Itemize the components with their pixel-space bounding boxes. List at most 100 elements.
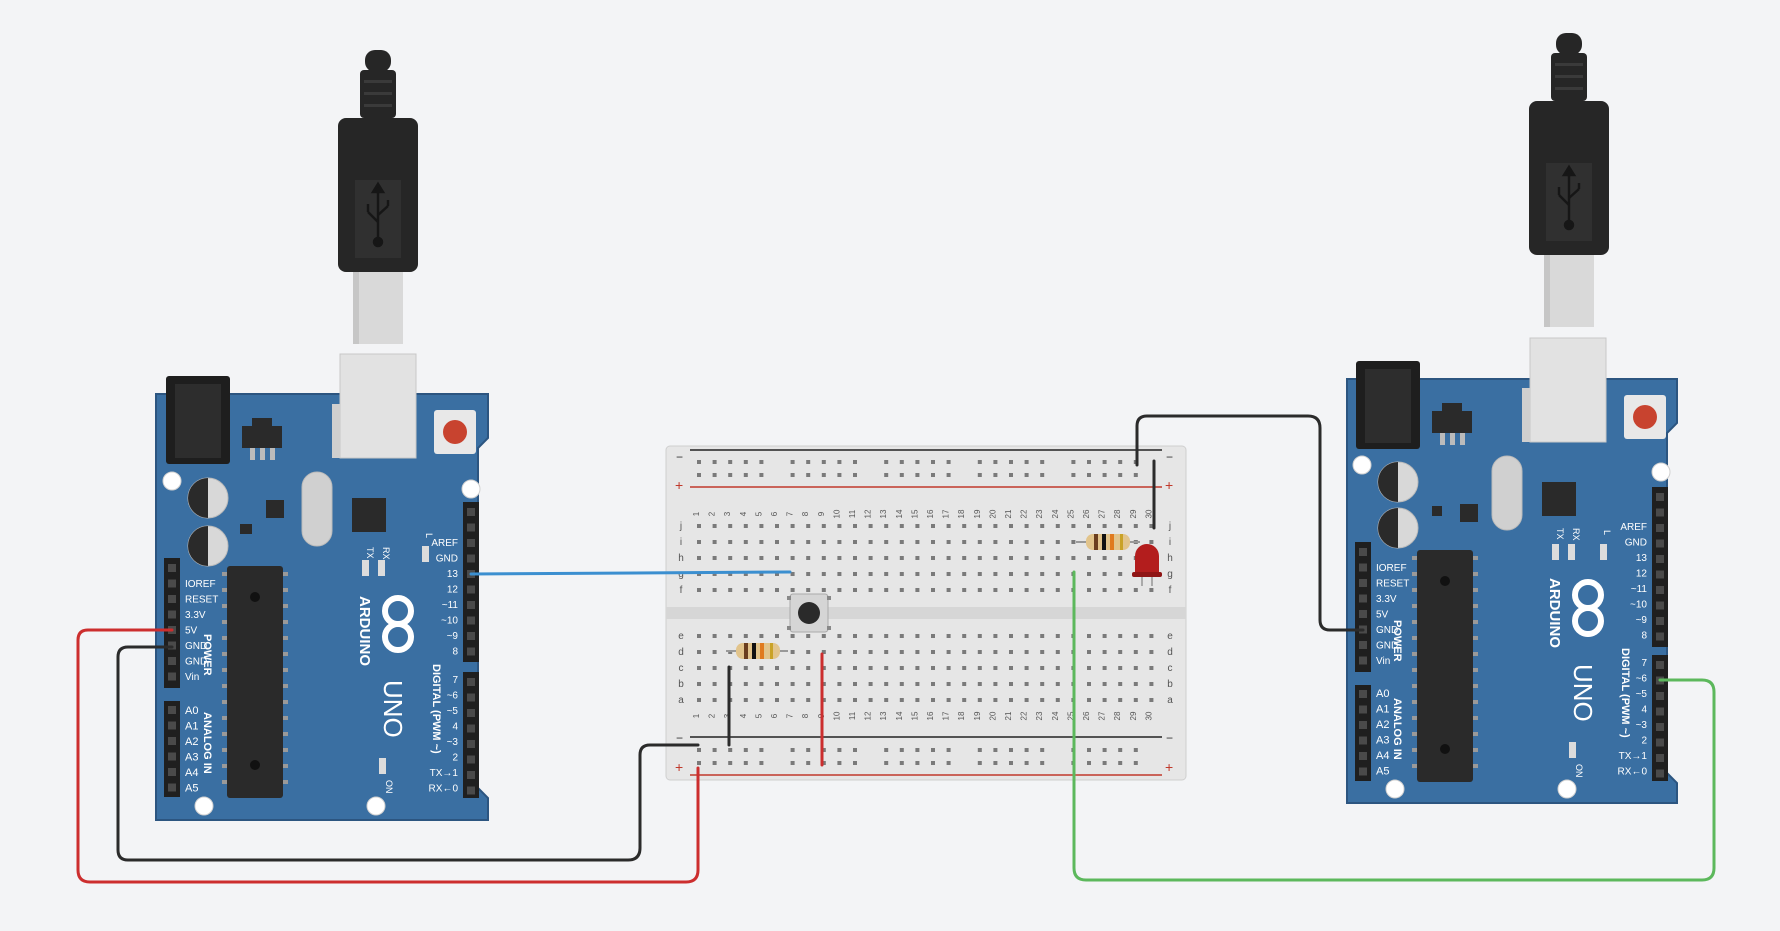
breadboard-hole[interactable]: [1133, 682, 1138, 686]
breadboard-hole[interactable]: [697, 524, 701, 528]
breadboard-hole[interactable]: [775, 572, 779, 576]
breadboard-hole[interactable]: [899, 588, 904, 592]
breadboard-hole[interactable]: [993, 650, 998, 654]
breadboard-hole[interactable]: [915, 650, 920, 654]
breadboard-hole[interactable]: [977, 473, 982, 477]
breadboard-hole[interactable]: [868, 540, 873, 544]
breadboard-hole[interactable]: [1024, 473, 1029, 477]
header-pin[interactable]: [1359, 752, 1367, 760]
breadboard-hole[interactable]: [993, 556, 998, 560]
breadboard-hole[interactable]: [743, 634, 748, 638]
breadboard-hole[interactable]: [899, 666, 904, 670]
breadboard-hole[interactable]: [931, 748, 935, 752]
breadboard-hole[interactable]: [790, 524, 795, 528]
header-pin[interactable]: [1359, 705, 1367, 714]
breadboard-hole[interactable]: [837, 748, 842, 752]
breadboard-hole[interactable]: [884, 666, 889, 670]
breadboard-hole[interactable]: [1102, 666, 1107, 670]
breadboard-hole[interactable]: [993, 666, 998, 670]
breadboard-hole[interactable]: [712, 634, 717, 638]
header-pin[interactable]: [467, 632, 475, 640]
breadboard-hole[interactable]: [712, 524, 717, 528]
breadboard-hole[interactable]: [993, 524, 998, 528]
header-pin[interactable]: [1656, 738, 1664, 747]
breadboard-hole[interactable]: [1102, 588, 1107, 592]
breadboard-hole[interactable]: [1102, 698, 1107, 702]
breadboard-hole[interactable]: [728, 540, 733, 544]
header-pin[interactable]: [168, 737, 176, 745]
header-pin[interactable]: [168, 657, 176, 665]
breadboard-hole[interactable]: [1087, 650, 1091, 654]
breadboard-hole[interactable]: [728, 634, 733, 638]
header-pin[interactable]: [1656, 508, 1664, 517]
breadboard-hole[interactable]: [915, 698, 920, 702]
breadboard-hole[interactable]: [1149, 650, 1154, 654]
breadboard-hole[interactable]: [806, 682, 811, 686]
breadboard-hole[interactable]: [1087, 698, 1091, 702]
breadboard-hole[interactable]: [993, 540, 998, 544]
breadboard-hole[interactable]: [977, 588, 982, 592]
breadboard-hole[interactable]: [1087, 473, 1091, 477]
breadboard-hole[interactable]: [946, 473, 951, 477]
breadboard-hole[interactable]: [899, 650, 904, 654]
breadboard-hole[interactable]: [931, 524, 935, 528]
breadboard-hole[interactable]: [1149, 666, 1154, 670]
breadboard-hole[interactable]: [743, 473, 748, 477]
breadboard-hole[interactable]: [712, 460, 717, 464]
header-pin[interactable]: [168, 595, 176, 603]
breadboard-hole[interactable]: [821, 634, 826, 638]
reset-button-icon[interactable]: [1633, 405, 1657, 429]
breadboard-hole[interactable]: [1071, 473, 1076, 477]
breadboard-hole[interactable]: [712, 556, 717, 560]
breadboard-hole[interactable]: [1009, 572, 1013, 576]
breadboard-hole[interactable]: [728, 524, 733, 528]
arduino-uno-left[interactable]: TX RX L ON ARDUINO UNO IOREFRESET3.3V5VG…: [155, 353, 489, 821]
breadboard-hole[interactable]: [853, 540, 857, 544]
breadboard-hole[interactable]: [993, 698, 998, 702]
breadboard-hole[interactable]: [853, 698, 857, 702]
breadboard-hole[interactable]: [977, 748, 982, 752]
breadboard-hole[interactable]: [931, 460, 935, 464]
breadboard-hole[interactable]: [931, 473, 935, 477]
breadboard-hole[interactable]: [1055, 698, 1060, 702]
breadboard-hole[interactable]: [712, 473, 717, 477]
header-pin[interactable]: [1656, 769, 1664, 778]
header-pin[interactable]: [1359, 641, 1367, 649]
breadboard-hole[interactable]: [743, 748, 748, 752]
breadboard-hole[interactable]: [1024, 650, 1029, 654]
breadboard-hole[interactable]: [977, 698, 982, 702]
breadboard-hole[interactable]: [821, 460, 826, 464]
breadboard-hole[interactable]: [915, 748, 920, 752]
breadboard-hole[interactable]: [806, 634, 811, 638]
breadboard-hole[interactable]: [697, 634, 701, 638]
breadboard-hole[interactable]: [821, 666, 826, 670]
breadboard-hole[interactable]: [1024, 761, 1029, 765]
breadboard-hole[interactable]: [884, 650, 889, 654]
breadboard-hole[interactable]: [1024, 634, 1029, 638]
breadboard-hole[interactable]: [1024, 572, 1029, 576]
breadboard-hole[interactable]: [837, 650, 842, 654]
breadboard-hole[interactable]: [946, 540, 951, 544]
header-pin[interactable]: [168, 564, 176, 572]
breadboard-hole[interactable]: [821, 761, 826, 765]
breadboard-hole[interactable]: [697, 473, 701, 477]
breadboard-hole[interactable]: [837, 524, 842, 528]
breadboard-hole[interactable]: [1102, 650, 1107, 654]
breadboard-hole[interactable]: [1040, 761, 1045, 765]
breadboard-hole[interactable]: [806, 540, 811, 544]
breadboard-hole[interactable]: [775, 588, 779, 592]
breadboard-hole[interactable]: [743, 761, 748, 765]
breadboard-hole[interactable]: [1040, 666, 1045, 670]
breadboard-hole[interactable]: [1102, 572, 1107, 576]
breadboard-hole[interactable]: [884, 460, 889, 464]
header-pin[interactable]: [1656, 570, 1664, 579]
breadboard-hole[interactable]: [931, 556, 935, 560]
breadboard-hole[interactable]: [853, 761, 857, 765]
breadboard-hole[interactable]: [790, 761, 795, 765]
breadboard-hole[interactable]: [1118, 572, 1123, 576]
breadboard-hole[interactable]: [1009, 682, 1013, 686]
header-pin[interactable]: [467, 678, 475, 686]
breadboard-hole[interactable]: [837, 588, 842, 592]
breadboard-hole[interactable]: [712, 666, 717, 670]
header-pin[interactable]: [467, 585, 475, 594]
